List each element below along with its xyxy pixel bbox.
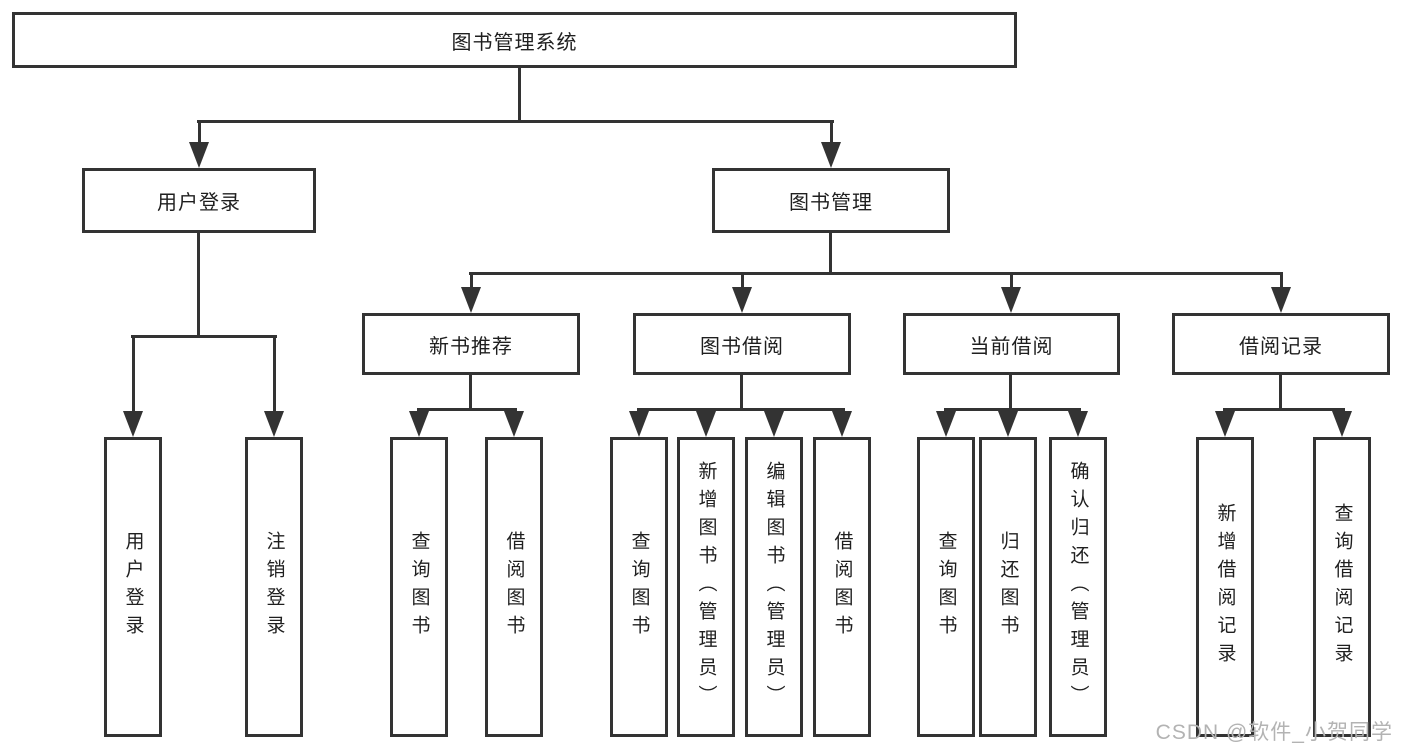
arrowhead-down-icon	[409, 411, 429, 437]
connector-vline	[469, 375, 472, 408]
arrowhead-down-icon	[461, 287, 481, 313]
leaf-return-books: 归还图书	[979, 437, 1037, 737]
connector-hline	[944, 408, 1081, 411]
connector-hline	[1223, 408, 1345, 411]
arrowhead-down-icon	[832, 411, 852, 437]
arrowhead-down-icon	[1001, 287, 1021, 313]
leaf-query-books-recommend: 查询图书	[390, 437, 448, 737]
leaf-add-borrow-record: 新增借阅记录	[1196, 437, 1254, 737]
connector-vline	[1009, 375, 1012, 408]
arrowhead-down-icon	[764, 411, 784, 437]
leaf-query-books-current: 查询图书	[917, 437, 975, 737]
connector-hline	[417, 408, 517, 411]
arrowhead-down-icon	[1332, 411, 1352, 437]
connector-arrow-shaft	[197, 120, 201, 148]
csdn-watermark: CSDN @软件_小贺同学	[1155, 721, 1393, 744]
leaf-borrow-books-recommend: 借阅图书	[485, 437, 543, 737]
node-borrowing-records: 借阅记录	[1172, 313, 1390, 375]
connector-hline	[197, 120, 834, 123]
leaf-user-login: 用户登录	[104, 437, 162, 737]
connector-vline	[829, 233, 832, 273]
node-new-book-recommendation: 新书推荐	[362, 313, 580, 375]
connector-hline	[469, 272, 1283, 275]
arrowhead-down-icon	[732, 287, 752, 313]
node-current-borrowing: 当前借阅	[903, 313, 1120, 375]
arrowhead-down-icon	[936, 411, 956, 437]
connector-arrow-shaft	[1009, 272, 1013, 293]
arrowhead-down-icon	[264, 411, 284, 437]
connector-hline	[131, 335, 277, 338]
arrowhead-down-icon	[504, 411, 524, 437]
connector-arrow-shaft	[1279, 272, 1283, 293]
arrowhead-down-icon	[821, 142, 841, 168]
node-system-root: 图书管理系统	[12, 12, 1017, 68]
connector-vline	[197, 233, 200, 335]
arrowhead-down-icon	[189, 142, 209, 168]
connector-arrow-shaft	[272, 335, 276, 417]
arrowhead-down-icon	[629, 411, 649, 437]
connector-arrow-shaft	[740, 272, 744, 293]
node-book-borrowing: 图书借阅	[633, 313, 851, 375]
connector-vline	[740, 375, 743, 408]
connector-arrow-shaft	[131, 335, 135, 417]
leaf-query-borrow-record: 查询借阅记录	[1313, 437, 1371, 737]
arrowhead-down-icon	[998, 411, 1018, 437]
connector-arrow-shaft	[469, 272, 473, 293]
connector-vline	[1279, 375, 1282, 408]
node-book-management: 图书管理	[712, 168, 950, 233]
connector-vline	[518, 68, 521, 120]
arrowhead-down-icon	[696, 411, 716, 437]
connector-arrow-shaft	[829, 120, 833, 148]
arrowhead-down-icon	[1068, 411, 1088, 437]
arrowhead-down-icon	[1215, 411, 1235, 437]
arrowhead-down-icon	[1271, 287, 1291, 313]
node-user-login: 用户登录	[82, 168, 316, 233]
leaf-logout: 注销登录	[245, 437, 303, 737]
leaf-add-book-admin: 新增图书（管理员）	[677, 437, 735, 737]
connector-hline	[637, 408, 845, 411]
leaf-query-books-borrowing: 查询图书	[610, 437, 668, 737]
leaf-borrow-books-borrowing: 借阅图书	[813, 437, 871, 737]
leaf-confirm-return-admin: 确认归还（管理员）	[1049, 437, 1107, 737]
arrowhead-down-icon	[123, 411, 143, 437]
leaf-edit-book-admin: 编辑图书（管理员）	[745, 437, 803, 737]
